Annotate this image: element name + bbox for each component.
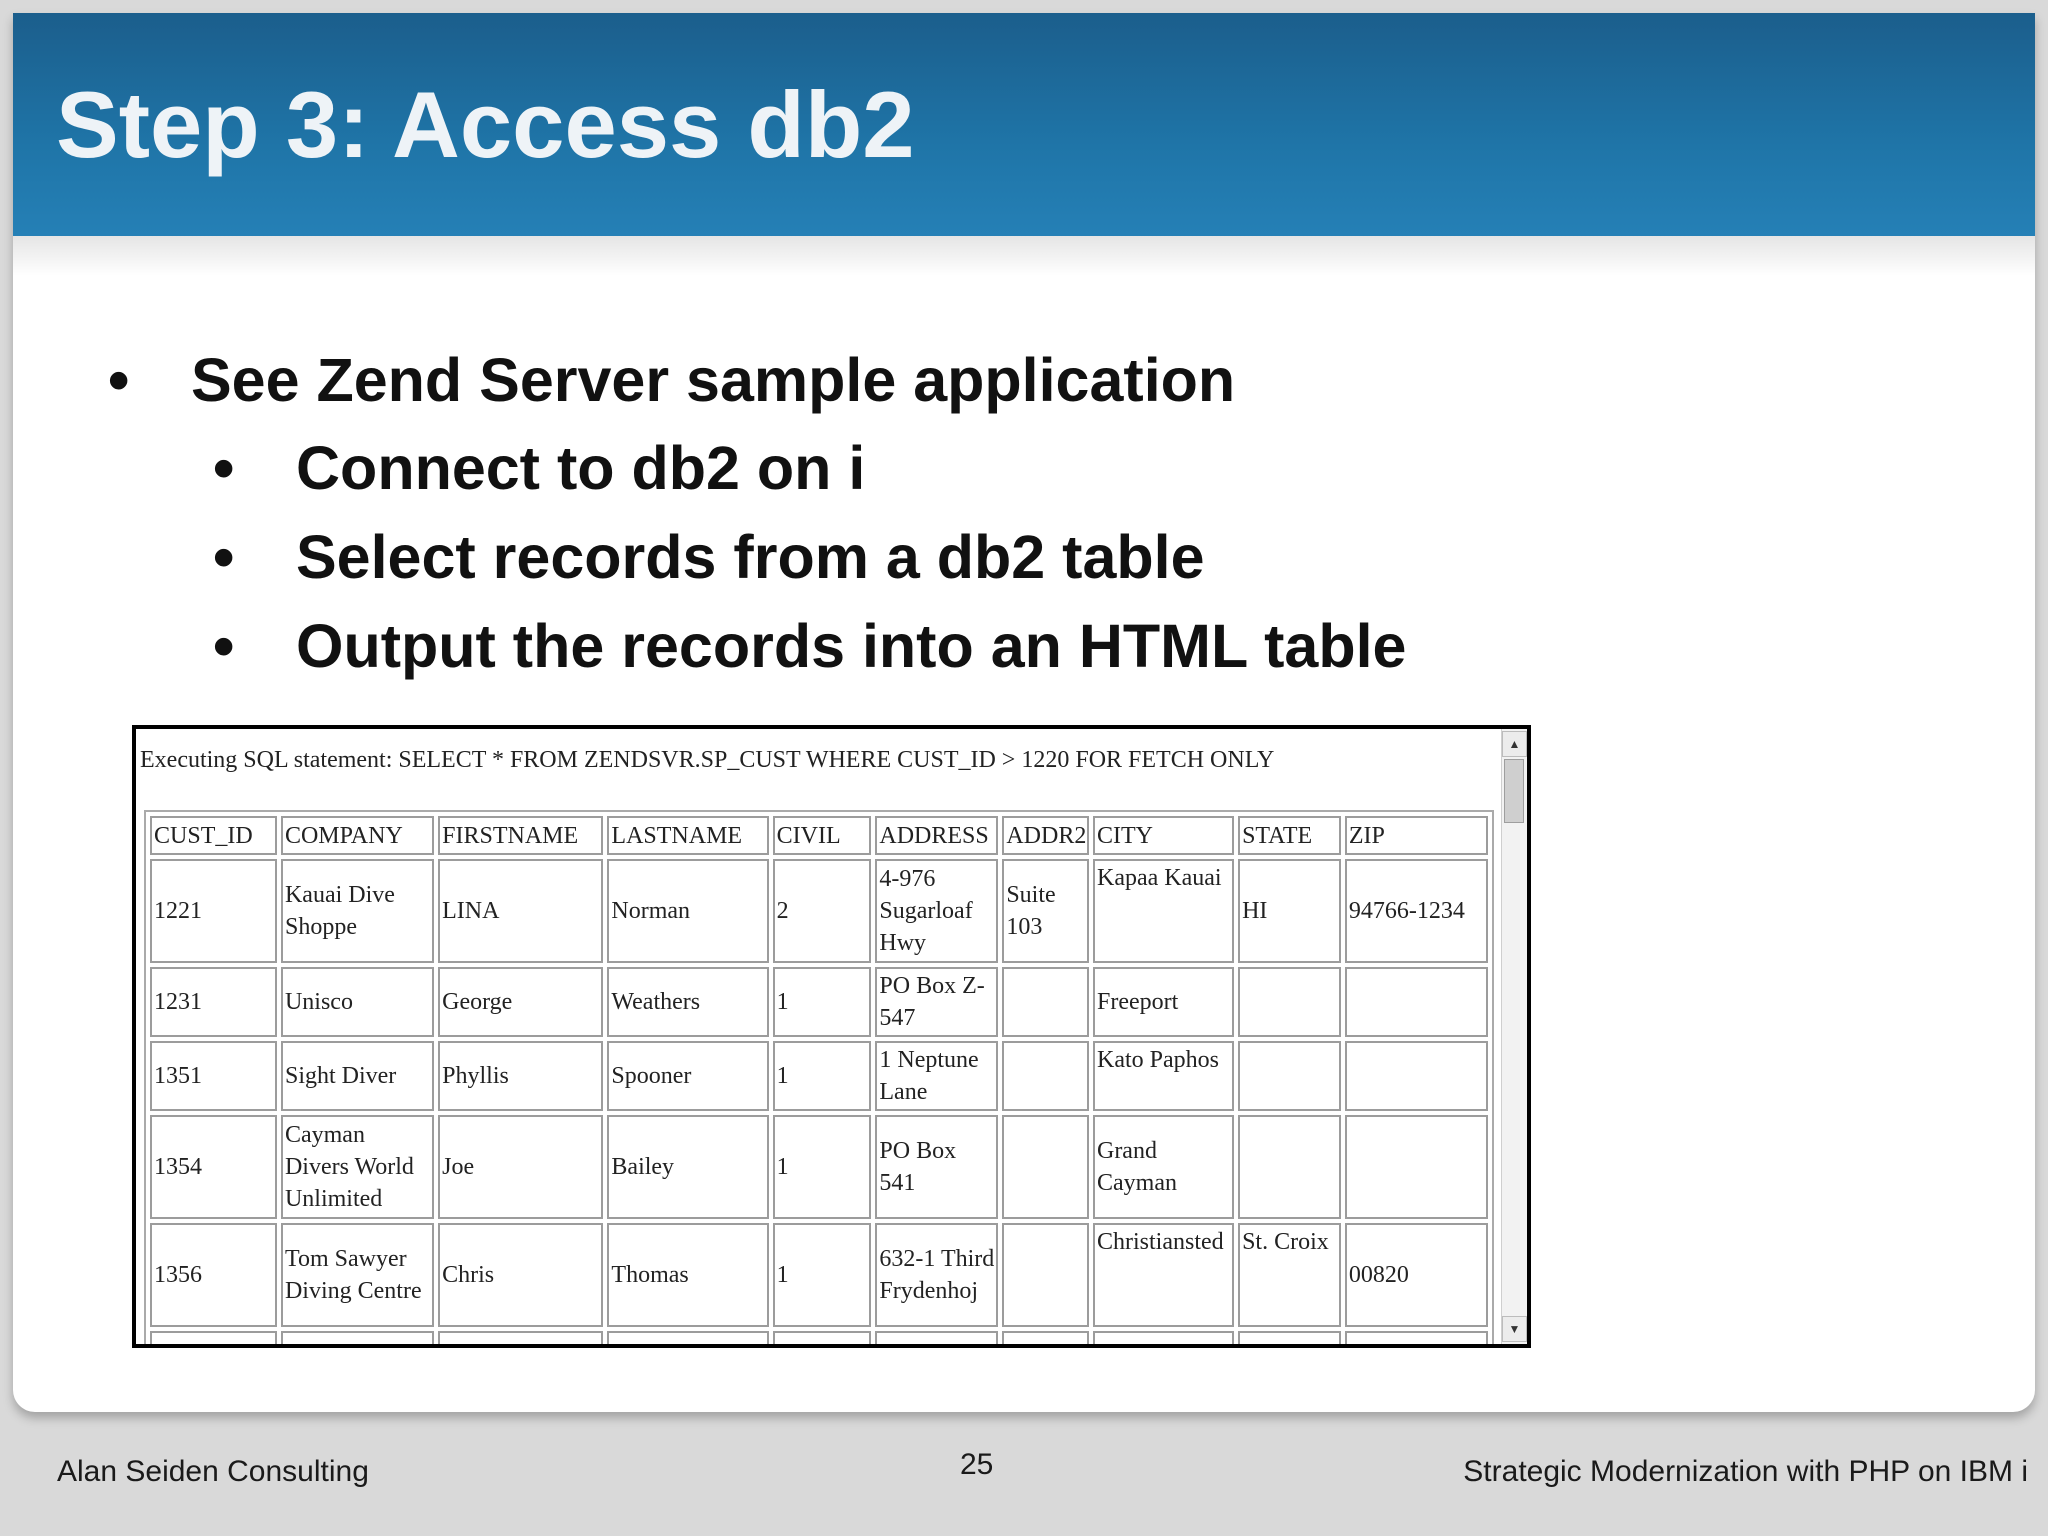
table-cell: Freeport	[1092, 967, 1235, 1037]
column-header: ADDR2	[1002, 816, 1089, 855]
table-cell: PO Box 541	[875, 1115, 999, 1219]
table-cell: Phyllis	[438, 1041, 604, 1111]
table-cell: Weathers	[607, 967, 769, 1037]
table-cell: 94766-1234	[1344, 859, 1488, 963]
table-cell: Cayman Divers World Unlimited	[280, 1115, 435, 1219]
table-cell: 1221	[150, 859, 277, 963]
table-header-row: CUST_ID COMPANY FIRSTNAME LASTNAME CIVIL…	[150, 816, 1488, 855]
scroll-down-icon[interactable]: ▼	[1502, 1316, 1527, 1342]
scroll-thumb[interactable]	[1504, 759, 1524, 823]
table-cell	[1002, 1115, 1089, 1219]
page-number: 25	[960, 1448, 994, 1481]
table-cell	[1002, 1331, 1089, 1344]
bullet-icon: •	[108, 346, 130, 414]
table-cell	[1002, 967, 1089, 1037]
table-row: 1356 Tom Sawyer Diving Centre Chris Thom…	[150, 1223, 1488, 1327]
table-cell: Bailey	[607, 1115, 769, 1219]
column-header: CUST_ID	[150, 816, 277, 855]
table-cell: Chris	[438, 1223, 604, 1327]
table-cell: Kato Paphos	[1092, 1041, 1235, 1111]
table-cell: 1	[772, 1115, 872, 1219]
table-cell: 2	[772, 859, 872, 963]
customer-table-frame: CUST_ID COMPANY FIRSTNAME LASTNAME CIVIL…	[144, 810, 1494, 1344]
table-cell: Norman	[607, 859, 769, 963]
table-cell: George	[438, 967, 604, 1037]
table-cell: Unisco	[280, 967, 435, 1037]
table-cell: St. Croix	[1238, 1223, 1341, 1327]
table-cell	[1238, 1331, 1341, 1344]
table-cell	[1092, 1331, 1235, 1344]
table-cell: 1	[772, 1223, 872, 1327]
table-cell	[1002, 1041, 1089, 1111]
table-cell: 1231	[150, 967, 277, 1037]
bullet-text: Select records from a db2 table	[296, 523, 1205, 591]
column-header: CIVIL	[772, 816, 872, 855]
column-header: LASTNAME	[607, 816, 769, 855]
bullet-icon: •	[213, 523, 235, 591]
table-cell	[1238, 967, 1341, 1037]
slide: Step 3: Access db2 • See Zend Server sam…	[13, 13, 2035, 1412]
column-header: STATE	[1238, 816, 1341, 855]
table-cell: Christiansted	[1092, 1223, 1235, 1327]
title-bar: Step 3: Access db2	[13, 13, 2035, 276]
column-header: FIRSTNAME	[438, 816, 604, 855]
table-row-partial	[150, 1331, 1488, 1344]
table-cell	[1344, 1331, 1488, 1344]
column-header: COMPANY	[280, 816, 435, 855]
table-cell: Grand Cayman	[1092, 1115, 1235, 1219]
table-cell: Thomas	[607, 1223, 769, 1327]
table-cell	[1238, 1041, 1341, 1111]
table-cell: PO Box Z-547	[875, 967, 999, 1037]
footer-company: Alan Seiden Consulting	[57, 1455, 369, 1488]
table-cell: 4-976 Sugarloaf Hwy	[875, 859, 999, 963]
table-cell: 1	[772, 1041, 872, 1111]
table-cell: 1	[772, 967, 872, 1037]
table-row: 1351 Sight Diver Phyllis Spooner 1 1 Nep…	[150, 1041, 1488, 1111]
column-header: ZIP	[1344, 816, 1488, 855]
table-cell: LINA	[438, 859, 604, 963]
vertical-scrollbar[interactable]: ▲ ▼	[1501, 729, 1527, 1344]
customer-table: CUST_ID COMPANY FIRSTNAME LASTNAME CIVIL…	[146, 812, 1492, 1344]
bullet-icon: •	[213, 434, 235, 502]
slide-title: Step 3: Access db2	[56, 72, 915, 177]
column-header: CITY	[1092, 816, 1235, 855]
bullet-icon: •	[213, 612, 235, 680]
table-cell	[1344, 1115, 1488, 1219]
table-cell: Kapaa Kauai	[1092, 859, 1235, 963]
table-cell: 1356	[150, 1223, 277, 1327]
table-cell: 1351	[150, 1041, 277, 1111]
table-cell	[875, 1331, 999, 1344]
browser-screenshot: Executing SQL statement: SELECT * FROM Z…	[132, 725, 1531, 1348]
table-cell: Joe	[438, 1115, 604, 1219]
table-cell: Suite 103	[1002, 859, 1089, 963]
table-row: 1221 Kauai Dive Shoppe LINA Norman 2 4-9…	[150, 859, 1488, 963]
table-cell: HI	[1238, 859, 1341, 963]
table-cell	[1238, 1115, 1341, 1219]
table-cell	[772, 1331, 872, 1344]
table-cell	[1002, 1223, 1089, 1327]
footer-presentation-title: Strategic Modernization with PHP on IBM …	[1463, 1455, 2028, 1488]
table-cell: 632-1 Third Frydenhoj	[875, 1223, 999, 1327]
table-cell: Sight Diver	[280, 1041, 435, 1111]
table-cell: Kauai Dive Shoppe	[280, 859, 435, 963]
table-cell: Tom Sawyer Diving Centre	[280, 1223, 435, 1327]
table-cell	[1344, 967, 1488, 1037]
bullet-text: Connect to db2 on i	[296, 434, 866, 502]
table-cell	[1344, 1041, 1488, 1111]
bullet-text: See Zend Server sample application	[191, 346, 1236, 414]
table-cell: 00820	[1344, 1223, 1488, 1327]
table-cell	[438, 1331, 604, 1344]
table-row: 1354 Cayman Divers World Unlimited Joe B…	[150, 1115, 1488, 1219]
table-cell: Spooner	[607, 1041, 769, 1111]
sql-statement: Executing SQL statement: SELECT * FROM Z…	[140, 747, 1275, 773]
table-cell: 1354	[150, 1115, 277, 1219]
table-cell	[280, 1331, 435, 1344]
table-cell: 1 Neptune Lane	[875, 1041, 999, 1111]
column-header: ADDRESS	[875, 816, 999, 855]
table-row: 1231 Unisco George Weathers 1 PO Box Z-5…	[150, 967, 1488, 1037]
table-cell	[150, 1331, 277, 1344]
bullet-text: Output the records into an HTML table	[296, 612, 1407, 680]
scroll-up-icon[interactable]: ▲	[1502, 731, 1527, 757]
table-cell	[607, 1331, 769, 1344]
